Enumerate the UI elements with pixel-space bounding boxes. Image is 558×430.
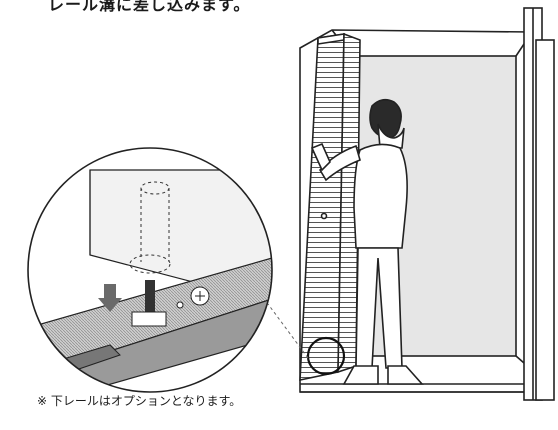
down-arrow-icon xyxy=(98,284,122,312)
callout-line xyxy=(267,303,309,359)
detail-magnifier xyxy=(28,148,272,392)
person-figure xyxy=(310,98,424,385)
highlight-circle xyxy=(306,336,346,376)
louver-door xyxy=(299,32,361,381)
rail-option-note: ※ 下レールはオプションとなります。 xyxy=(37,394,242,408)
instruction-text: レール溝に差し込みます。 xyxy=(48,0,251,14)
